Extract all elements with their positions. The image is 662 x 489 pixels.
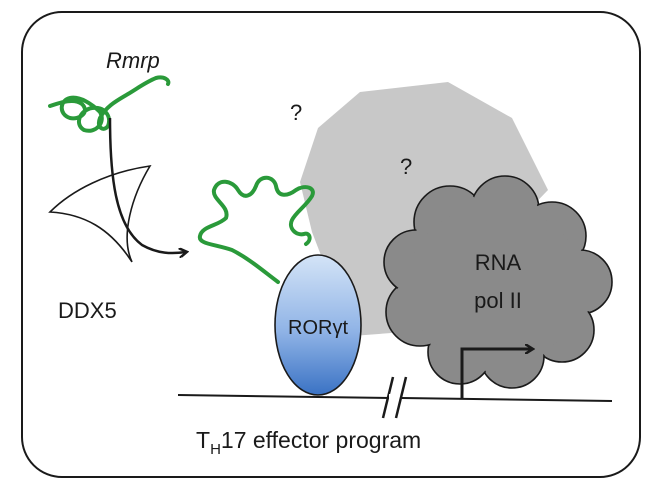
dna-break-symbol bbox=[381, 376, 408, 419]
unknown-question-mark-2: ? bbox=[400, 154, 412, 179]
bound-rmrp-rna-strand bbox=[197, 175, 315, 284]
rmrp-rna-strand bbox=[48, 75, 171, 133]
rmrp-label: Rmrp bbox=[106, 48, 160, 73]
ddx5-label: DDX5 bbox=[58, 298, 117, 323]
ror-gamma-t-oval bbox=[274, 254, 362, 396]
unknown-question-mark-1: ? bbox=[290, 100, 302, 125]
dna-strand-right bbox=[401, 397, 613, 402]
th17-program-label: TH17 effector program bbox=[196, 427, 421, 458]
th17-program-subscript: H bbox=[210, 441, 221, 458]
transcription-start-arrow bbox=[460, 349, 532, 398]
rna-pol-label-line2: pol II bbox=[474, 288, 522, 313]
th17-program-prefix: T bbox=[196, 427, 210, 453]
dna-break-gap bbox=[389, 394, 395, 401]
ddx5-helicase-shape bbox=[48, 164, 152, 263]
rna-pol-label-line1: RNA bbox=[475, 250, 522, 275]
rna-polymerase-cloud bbox=[383, 175, 613, 389]
rmrp-transfer-arrow bbox=[108, 117, 186, 253]
th17-program-suffix: 17 effector program bbox=[221, 427, 421, 453]
dna-strand-left bbox=[177, 394, 393, 399]
ror-gamma-t-label: RORγt bbox=[288, 317, 348, 339]
